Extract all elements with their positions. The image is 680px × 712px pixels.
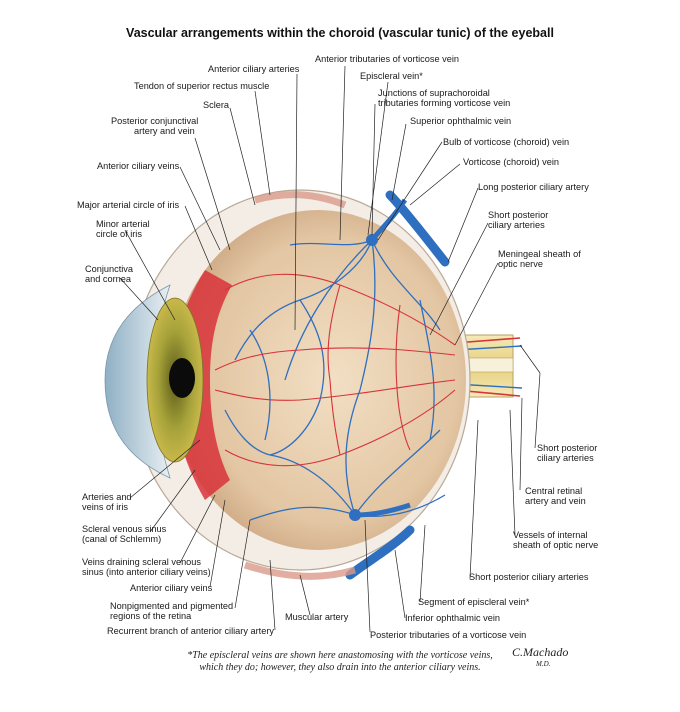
- label-central-retinal-line2: artery and vein: [525, 496, 586, 506]
- label-sclera: Sclera: [203, 100, 230, 110]
- label-long-posterior-ciliary-artery: Long posterior ciliary artery: [478, 182, 589, 192]
- label-anterior-tributaries-vorticose: Anterior tributaries of vorticose vein: [315, 54, 459, 64]
- label-anterior-ciliary-arteries-top: Anterior ciliary arteries: [208, 64, 300, 74]
- leader-lines: [119, 65, 541, 633]
- label-scleral-sinus-line2: (canal of Schlemm): [82, 534, 161, 544]
- label-episcleral-vein: Episcleral vein*: [360, 71, 423, 81]
- label-muscular-artery: Muscular artery: [285, 612, 349, 622]
- diagram-labels: Anterior tributaries of vorticose vein A…: [77, 54, 598, 640]
- label-posterior-conjunctival-line1: Posterior conjunctival: [111, 116, 198, 126]
- figure-title: Vascular arrangements within the choroid…: [126, 26, 554, 40]
- label-anterior-ciliary-veins-top: Anterior ciliary veins: [97, 161, 180, 171]
- label-veins-draining-line1: Veins draining scleral venous: [82, 557, 201, 567]
- footnote-line1: *The episcleral veins are shown here ana…: [187, 650, 493, 661]
- label-veins-draining-line2: sinus (into anterior ciliary veins): [82, 567, 211, 577]
- label-anterior-ciliary-veins-bottom: Anterior ciliary veins: [130, 583, 213, 593]
- label-short-posterior-right-line2: ciliary arteries: [537, 453, 594, 463]
- label-conjunctiva-line1: Conjunctiva: [85, 264, 134, 274]
- label-major-arterial-circle: Major arterial circle of iris: [77, 200, 180, 210]
- label-central-retinal-line1: Central retinal: [525, 486, 582, 496]
- footnote-line2: which they do; however, they also drain …: [199, 662, 481, 673]
- label-posterior-conjunctival-line2: artery and vein: [134, 126, 195, 136]
- superior-rectus-tendon: [254, 191, 347, 209]
- label-junctions-line1: Junctions of suprachoroidal: [378, 88, 490, 98]
- label-segment-episcleral: Segment of episcleral vein*: [418, 597, 530, 607]
- label-bulb-vorticose: Bulb of vorticose (choroid) vein: [443, 137, 569, 147]
- pupil: [169, 358, 195, 398]
- label-inferior-ophthalmic-vein: Inferior ophthalmic vein: [405, 613, 500, 623]
- vorticose-vein-superior: [366, 190, 450, 267]
- label-vessels-internal-line2: sheath of optic nerve: [513, 540, 598, 550]
- choroid-vein-network: [224, 239, 446, 521]
- choroid-layer: [170, 210, 466, 550]
- label-minor-arterial-line2: circle of iris: [96, 229, 142, 239]
- label-junctions-line2: tributaries forming vorticose vein: [378, 98, 510, 108]
- label-scleral-sinus-line1: Scleral venous sinus: [82, 524, 167, 534]
- label-arteries-veins-iris-line1: Arteries and: [82, 492, 132, 502]
- label-vessels-internal-line1: Vessels of internal: [513, 530, 588, 540]
- artist-signature: C.Machado: [512, 645, 569, 659]
- label-short-posterior-bottom: Short posterior ciliary arteries: [469, 572, 589, 582]
- artist-signature-degree: M.D.: [536, 660, 551, 668]
- label-short-posterior-line1: Short posterior: [488, 210, 548, 220]
- choroid-artery-network: [214, 273, 456, 467]
- label-superior-ophthalmic-vein: Superior ophthalmic vein: [410, 116, 511, 126]
- label-tendon-superior-rectus: Tendon of superior rectus muscle: [134, 81, 269, 91]
- label-recurrent-branch: Recurrent branch of anterior ciliary art…: [107, 626, 274, 636]
- label-arteries-veins-iris-line2: veins of iris: [82, 502, 128, 512]
- footnote: *The episcleral veins are shown here ana…: [150, 650, 530, 674]
- label-nonpigmented-line2: regions of the retina: [110, 611, 192, 621]
- label-minor-arterial-line1: Minor arterial: [96, 219, 150, 229]
- label-short-posterior-line2: ciliary arteries: [488, 220, 545, 230]
- label-conjunctiva-line2: and cornea: [85, 274, 132, 284]
- inferior-muscle-tendon: [243, 561, 356, 580]
- vorticose-vein-inferior: [345, 502, 415, 580]
- label-meningeal-line2: optic nerve: [498, 259, 543, 269]
- label-vorticose-choroid-vein: Vorticose (choroid) vein: [463, 157, 559, 167]
- label-nonpigmented-line1: Nonpigmented and pigmented: [110, 601, 233, 611]
- label-short-posterior-right-line1: Short posterior: [537, 443, 597, 453]
- label-posterior-tributaries: Posterior tributaries of a vorticose vei…: [370, 630, 526, 640]
- label-meningeal-line1: Meningeal sheath of: [498, 249, 581, 259]
